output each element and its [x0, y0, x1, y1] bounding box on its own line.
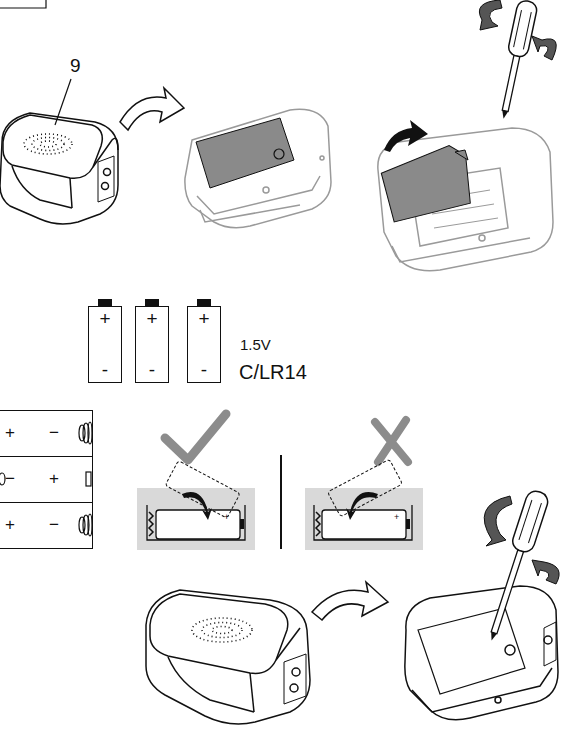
- battery-cell: +-: [88, 306, 122, 383]
- battery-cover: [196, 118, 294, 188]
- leader-line: [55, 79, 71, 125]
- rotate-arrow: [532, 560, 559, 584]
- lifted-cover: [379, 143, 474, 222]
- battery-cell: +-: [187, 306, 221, 383]
- voltage-label: 1.5V: [240, 337, 271, 354]
- polarity-mark: +: [224, 513, 229, 523]
- polarity-sign: −: [49, 516, 59, 535]
- compartment-slot: −+: [0, 456, 93, 503]
- device-front-bottom: [146, 590, 310, 724]
- polarity-sign: +: [146, 309, 157, 330]
- device-back-bottom: [405, 586, 558, 720]
- check-mark: [165, 414, 226, 460]
- turn-arrow: [120, 88, 184, 130]
- polarity-sign: -: [149, 360, 155, 381]
- polarity-sign: −: [5, 470, 49, 489]
- cover-tab: [455, 150, 468, 160]
- device-open: [378, 128, 553, 271]
- polarity-sign: +: [5, 424, 49, 443]
- callout-number: 9: [70, 56, 81, 77]
- cross-mark: [375, 420, 408, 462]
- device-back: [185, 109, 331, 227]
- rotate-arrow: [479, 0, 502, 30]
- rotate-arrow: [532, 36, 556, 60]
- springs: [0, 422, 92, 536]
- cover-screw: [274, 149, 284, 159]
- frame-corner: [0, 0, 46, 8]
- screwdriver: [494, 0, 539, 121]
- battery-cell: +-: [135, 306, 169, 383]
- lift-arrow: [384, 120, 428, 152]
- compartment-slot: +−: [0, 502, 93, 549]
- polarity-mark: +: [394, 513, 399, 523]
- polarity-sign: -: [201, 360, 207, 381]
- polarity-sign: +: [198, 309, 209, 330]
- polarity-sign: +: [5, 516, 49, 535]
- polarity-sign: -: [102, 360, 108, 381]
- device-front: [0, 113, 118, 224]
- battery-type: C/LR14: [239, 361, 307, 383]
- polarity-sign: −: [49, 424, 59, 443]
- wrong-insertion: [305, 459, 423, 550]
- polarity-sign: +: [99, 309, 110, 330]
- rotate-arrow: [484, 496, 512, 546]
- polarity-sign: +: [49, 470, 59, 489]
- compartment-slot: +−: [0, 410, 93, 457]
- turn-arrow: [312, 582, 388, 620]
- correct-insertion: [137, 461, 255, 550]
- divider: [280, 455, 282, 549]
